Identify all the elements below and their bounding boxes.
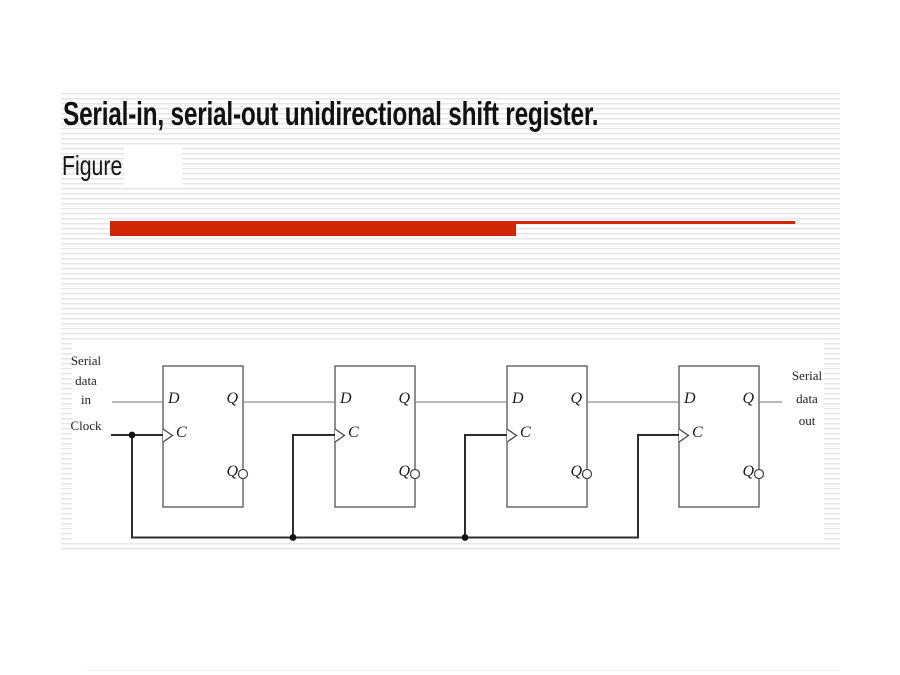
clock-triangles bbox=[162, 428, 690, 443]
flip-flop-1: D Q C Q bbox=[163, 366, 243, 507]
slide-title: Serial-in, serial-out unidirectional shi… bbox=[63, 95, 599, 132]
ff4-c-label: C bbox=[692, 424, 703, 441]
serial-in-line1: Serial bbox=[70, 353, 102, 368]
ff1-d-label: D bbox=[168, 390, 180, 407]
ff3-qinv-label: Q bbox=[570, 463, 582, 480]
ff1-c-label: C bbox=[176, 424, 187, 441]
caption-blank-patch bbox=[124, 148, 182, 185]
inverted-output-bubbles bbox=[237, 468, 765, 480]
ff4-d-label: D bbox=[684, 390, 696, 407]
figure-caption: Figure bbox=[62, 150, 123, 181]
serial-in-line3: in bbox=[80, 392, 92, 407]
flip-flop-2: D Q C Q bbox=[335, 366, 415, 507]
clock-label: Clock bbox=[70, 418, 102, 433]
bottom-edge-line bbox=[85, 670, 840, 671]
ff2-d-label: D bbox=[340, 390, 352, 407]
ff1-qinv-label: Q bbox=[226, 463, 238, 480]
ff2-c-label: C bbox=[348, 424, 359, 441]
accent-bar-thick bbox=[110, 221, 516, 236]
serial-data-out-label: Serial data out bbox=[781, 365, 833, 433]
ff2-qinv-label: Q bbox=[398, 463, 410, 480]
ff4-qinv-label: Q bbox=[742, 463, 754, 480]
ff-boxes bbox=[162, 365, 760, 508]
flip-flop-4-box bbox=[678, 365, 760, 508]
flip-flop-4: D Q C Q bbox=[679, 366, 759, 507]
ff3-d-label: D bbox=[512, 390, 524, 407]
junction-dots bbox=[128, 431, 469, 541]
ff3-q-label: Q bbox=[570, 390, 582, 407]
ff2-q-label: Q bbox=[398, 390, 410, 407]
ff4-q-label: Q bbox=[742, 390, 754, 407]
serial-data-in-label: Serial data in bbox=[60, 351, 112, 410]
ff1-q-label: Q bbox=[226, 390, 238, 407]
clock-wires bbox=[111, 434, 679, 539]
serial-out-line2: data bbox=[796, 390, 818, 406]
ff3-c-label: C bbox=[520, 424, 531, 441]
serial-out-line1: Serial bbox=[791, 368, 823, 383]
serial-in-line2: data bbox=[75, 372, 97, 388]
serial-out-line3: out bbox=[798, 413, 816, 428]
flip-flop-3: D Q C Q bbox=[507, 366, 587, 507]
